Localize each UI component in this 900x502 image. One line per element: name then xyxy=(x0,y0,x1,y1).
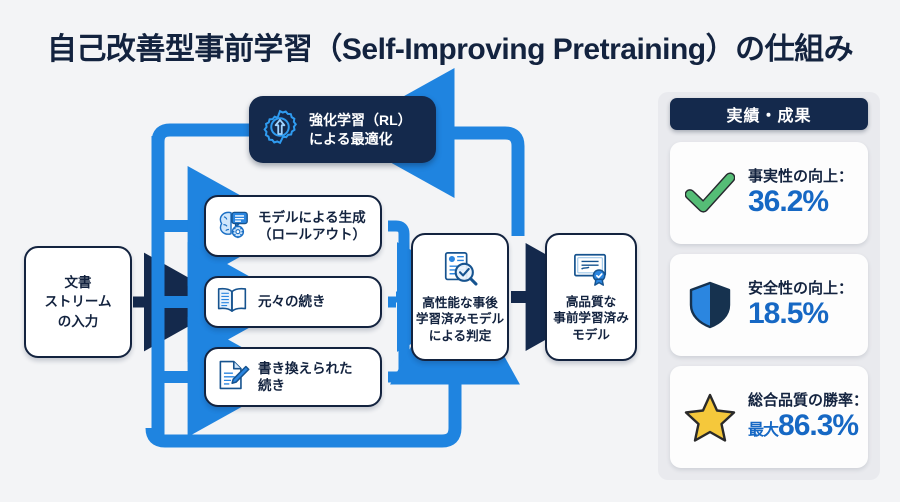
node-rollout-label: モデルによる生成 （ロールアウト） xyxy=(258,209,366,242)
node-original-label: 元々の続き xyxy=(258,294,326,310)
node-rollout-generation[interactable]: モデルによる生成 （ロールアウト） xyxy=(204,195,382,257)
node-final-label: 高品質な 事前学習済み モデル xyxy=(553,294,629,342)
node-original-continuation[interactable]: 元々の続き xyxy=(204,276,382,328)
stat-card-factuality[interactable]: 事実性の向上： 36.2% xyxy=(670,142,868,244)
node-rl-label: 強化学習（RL） による最適化 xyxy=(309,112,412,147)
gear-arrow-icon xyxy=(260,107,300,152)
node-rl-optimization[interactable]: 強化学習（RL） による最適化 xyxy=(249,96,436,163)
brain-chat-icon xyxy=(214,207,250,246)
stat-label: 総合品質の勝率： xyxy=(748,392,869,409)
certificate-icon xyxy=(571,251,611,292)
stat-card-safety[interactable]: 安全性の向上： 18.5% xyxy=(670,254,868,356)
node-input-label: 文書 ストリーム の入力 xyxy=(44,275,112,329)
stat-card-overall-quality[interactable]: 総合品質の勝率： 最大86.3% xyxy=(670,366,868,468)
node-final-model[interactable]: 高品質な 事前学習済み モデル xyxy=(545,233,637,361)
stat-label: 安全性の向上： xyxy=(748,280,854,297)
node-rewritten-continuation[interactable]: 書き換えられた 続き xyxy=(204,347,382,407)
stat-prefix: 最大 xyxy=(748,422,779,439)
arrow-judge-to-rl xyxy=(337,68,525,236)
stat-value: 36.2% xyxy=(748,187,853,217)
stat-value: 最大86.3% xyxy=(748,411,868,441)
page-title: 自己改善型事前学習（Self-Improving Pretraining）の仕組… xyxy=(46,33,854,66)
check-icon xyxy=(682,171,738,215)
stat-value: 18.5% xyxy=(748,299,853,329)
star-icon xyxy=(682,392,738,442)
node-input-document-stream[interactable]: 文書 ストリーム の入力 xyxy=(24,246,132,358)
node-judge-label: 高性能な事後 学習済みモデル による判定 xyxy=(415,295,505,343)
trunk-to-rl-box xyxy=(151,123,252,143)
results-panel-header: 実績・成果 xyxy=(670,98,868,130)
document-pencil-icon xyxy=(214,358,250,397)
stat-number: 36.2% xyxy=(748,185,829,218)
document-magnifier-icon xyxy=(440,250,480,293)
stat-number: 18.5% xyxy=(748,297,829,330)
stat-number: 86.3% xyxy=(778,409,859,442)
merge-to-judge xyxy=(388,220,496,383)
stat-label: 事実性の向上： xyxy=(748,168,854,185)
open-book-icon xyxy=(214,284,250,321)
node-rewritten-label: 書き換えられた 続き xyxy=(258,360,353,393)
node-judge-model[interactable]: 高性能な事後 学習済みモデル による判定 xyxy=(411,233,509,361)
shield-icon xyxy=(682,280,738,330)
